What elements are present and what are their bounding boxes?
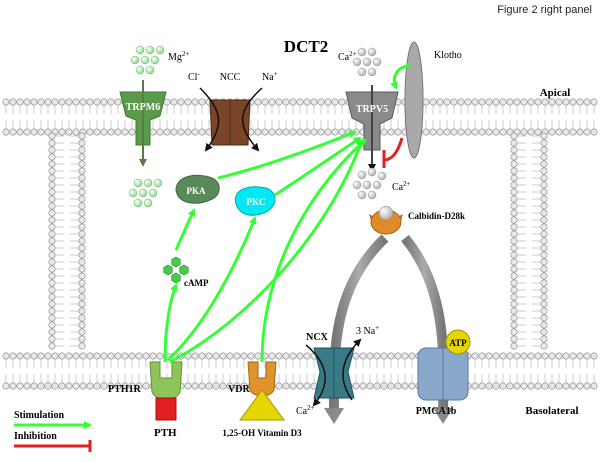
figure-label: Figure 2 right panel [497,4,592,16]
legend-stimulation-label: Stimulation [14,410,64,421]
ncc-channel-icon [199,87,263,152]
ncx-exchanger-icon [305,338,362,407]
calbindin-label: Calbidin-D28k [408,211,465,221]
trpv5-channel-icon [345,85,399,172]
vdr-receptor-icon [239,361,285,421]
vitamin-d3-icon [239,389,285,421]
stimulation-arrows [163,130,367,364]
trpm6-channel-icon [119,80,167,167]
klotho-label: Klotho [434,50,462,61]
ncc-label: NCC [220,72,241,83]
ion-particles [128,45,387,208]
ca-ion-label-apical: Ca2+ [338,50,357,63]
camp-icon [163,256,189,284]
mg-ion-label: Mg2+ [168,50,189,63]
pkc-label: PKC [247,197,266,207]
cl-ion-label: Cl- [188,70,200,83]
trpm6-label: TRPM6 [126,102,160,113]
vitamin-d3-label: 1,25-OH Vitamin D3 [222,428,302,438]
three-na-label: 3 Na+ [356,324,379,337]
diagram-title: DCT2 [284,37,328,56]
pmca1b-pump-icon [417,347,469,401]
transport-arrowhead-left [324,408,344,424]
atp-label: ATP [449,338,467,348]
vdr-label: VDR [228,384,250,395]
pmca1b-label: PMCA1b [416,406,457,417]
apical-label: Apical [540,87,571,99]
pth-label: PTH [154,427,177,439]
pth1r-receptor-icon [149,361,183,421]
camp-label: cAMP [184,278,209,288]
ca-ion-label-cytosol: Ca2+ [392,180,411,193]
ca-ion-label-basolateral: Ca2+ [296,404,315,417]
legend-inhibition-label: Inhibition [14,431,57,442]
calbindin-icon [369,205,403,235]
transport-arrowhead-right [433,408,453,424]
pkc-icon [234,186,276,216]
legend: Stimulation Inhibition [14,410,92,452]
na-ion-label: Na+ [262,70,278,83]
inhibition-mark-trpv5 [382,137,404,168]
pth-ligand-icon [155,397,177,421]
lipid-bilayer [2,98,598,390]
atp-icon [445,329,471,355]
pka-label: PKA [187,186,206,196]
pth1r-label: PTH1R [108,384,142,395]
basolateral-label: Basolateral [525,405,578,417]
pka-icon [175,174,220,204]
klotho-icon [390,41,424,159]
trpv5-label: TRPV5 [356,104,388,115]
ncx-label: NCX [306,332,328,343]
